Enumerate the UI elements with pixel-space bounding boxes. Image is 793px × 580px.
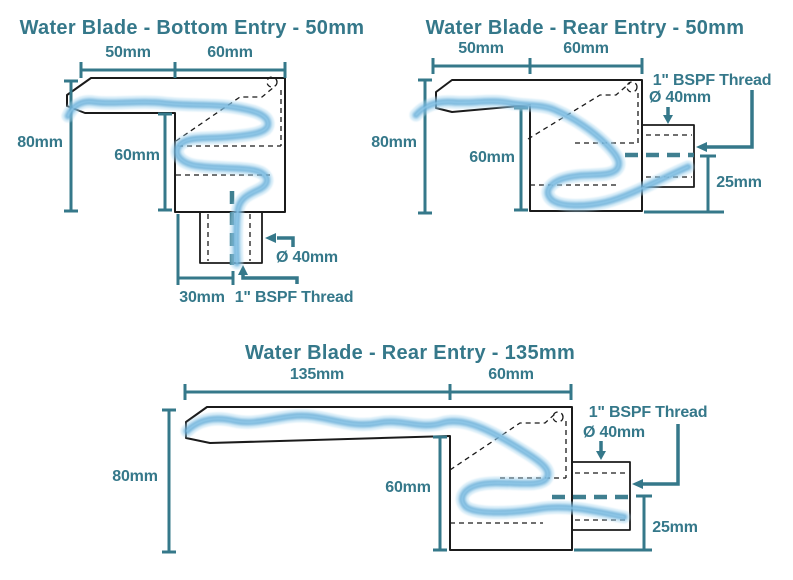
dimension-ticks <box>431 58 644 74</box>
fixing-hole-dashed-circle <box>266 76 278 88</box>
pipe-center-offset-label: 25mm <box>716 174 761 191</box>
inner-height-label: 60mm <box>385 479 430 496</box>
diagram-title: Water Blade - Bottom Entry - 50mm <box>20 17 365 39</box>
left-arrow-icon <box>696 142 707 152</box>
height-label: 80mm <box>112 468 157 485</box>
pipe-diameter-label: Ø 40mm <box>649 89 711 106</box>
left-arrow-icon <box>265 233 276 243</box>
bottom-offset-label: 30mm <box>179 289 224 306</box>
dimension-ticks <box>79 62 287 78</box>
thread-label: 1" BSPF Thread <box>589 404 708 421</box>
dimension-ticks <box>433 435 447 552</box>
fixing-hole-dashed-circle <box>626 81 638 93</box>
inner-height-label: 60mm <box>114 147 159 164</box>
width-right-label: 60mm <box>207 44 252 61</box>
dimension-ticks <box>158 112 172 212</box>
diagram-title: Water Blade - Rear Entry - 135mm <box>245 342 575 364</box>
pipe-diameter-label: Ø 40mm <box>583 424 645 441</box>
water-stream-highlight <box>67 100 269 264</box>
internal-channel-dashed-line <box>527 82 631 140</box>
height-label: 80mm <box>371 134 416 151</box>
thread-label: 1" BSPF Thread <box>235 289 354 306</box>
down-arrow-icon <box>596 451 606 460</box>
left-arrow-icon <box>632 479 643 489</box>
diameter-leader-line <box>277 236 295 247</box>
diagram-title: Water Blade - Rear Entry - 50mm <box>426 17 745 39</box>
water-stream <box>409 94 695 212</box>
thread-label: 1" BSPF Thread <box>653 72 772 89</box>
width-left-label: 135mm <box>290 366 344 383</box>
thread-leader-line <box>642 424 680 486</box>
width-left-label: 50mm <box>105 44 150 61</box>
water-stream <box>61 95 275 270</box>
width-right-label: 60mm <box>563 40 608 57</box>
internal-channel-dashed-line <box>175 86 275 142</box>
dimension-ticks <box>183 384 573 400</box>
dimension-ticks <box>162 408 176 554</box>
diagram-rear-entry-135mm: Water Blade - Rear Entry - 135mm 135mm 6… <box>112 342 708 554</box>
up-arrow-icon <box>238 265 248 275</box>
water-stream <box>180 409 631 524</box>
thread-leader-line <box>706 90 754 149</box>
down-arrow-icon <box>663 115 673 124</box>
diagram-bottom-entry-50mm: Water Blade - Bottom Entry - 50mm 50mm 6… <box>17 17 364 306</box>
thread-leader-line <box>241 275 299 284</box>
pipe-diameter-label: Ø 40mm <box>276 249 338 266</box>
dimension-ticks <box>64 79 78 213</box>
inner-height-label: 60mm <box>469 149 514 166</box>
fixing-hole-dashed-circle <box>552 411 564 423</box>
width-right-label: 60mm <box>488 366 533 383</box>
water-stream-highlight <box>186 414 625 518</box>
width-left-label: 50mm <box>458 40 503 57</box>
dimension-ticks <box>418 78 432 215</box>
height-label: 80mm <box>17 134 62 151</box>
pipe-center-offset-label: 25mm <box>652 519 697 536</box>
water-stream-highlight <box>415 100 689 207</box>
diagram-rear-entry-50mm: Water Blade - Rear Entry - 50mm 50mm 60m… <box>371 17 772 215</box>
